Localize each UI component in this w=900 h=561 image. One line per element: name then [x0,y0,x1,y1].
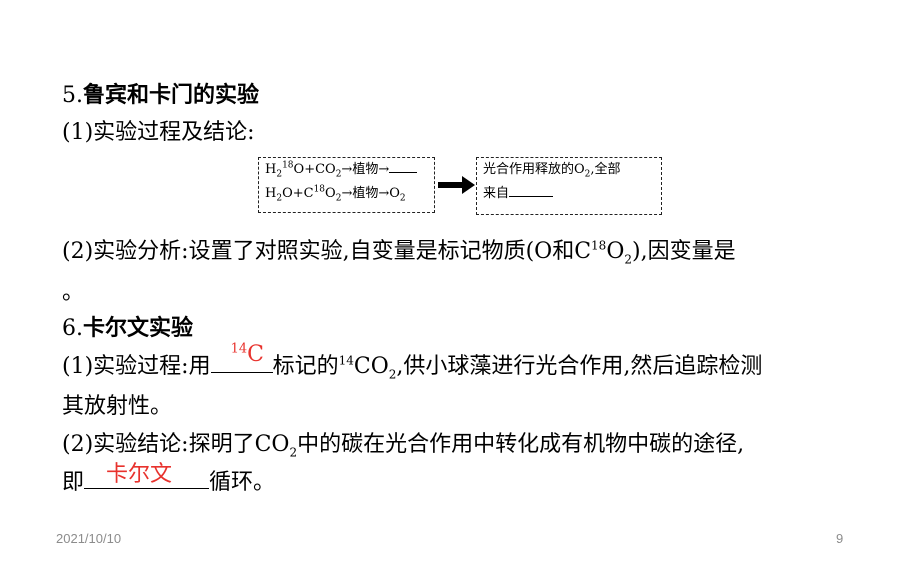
right-arrow-icon [438,176,475,194]
answer-text-1: 14C [230,341,264,367]
answer-text-2: 卡尔文 [106,462,173,487]
conclusion-row-1: 光合作用释放的O2,全部 [483,162,621,180]
experiment-equations-box: H218O+CO2→植物→ H2O+C18O2→植物→O2 [258,157,435,213]
footer-date: 2021/10/10 [56,531,122,546]
section6-conclusion-cont: 即卡尔文循环。 [62,462,276,495]
section5-title: 5.鲁宾和卡门的实验 [62,82,260,108]
conclusion-row-2: 来自 [477,182,661,206]
equation-row-1: H218O+CO2→植物→ [259,158,434,182]
section5-analysis: (2)实验分析:设置了对照实验,自变量是标记物质(O和C18O2),因变量是 [62,238,736,267]
section6-process-cont: 其放射性。 [62,394,173,419]
blank-line [509,182,554,197]
answer-blank-2: 卡尔文 [84,462,210,489]
section5-process-heading: (1)实验过程及结论: [62,120,255,145]
equation-row-2: H2O+C18O2→植物→O2 [265,184,406,204]
blank-line [389,160,418,173]
section5-analysis-end: 。 [62,280,85,305]
footer-page-number: 9 [836,531,844,546]
answer-blank-1: 14C [210,342,273,373]
experiment-conclusion-box: 光合作用释放的O2,全部 来自 [476,157,662,215]
section6-title: 6.卡尔文实验 [62,315,194,341]
section6-conclusion: (2)实验结论:探明了CO2中的碳在光合作用中转化成有机物中碳的途径, [62,432,745,460]
